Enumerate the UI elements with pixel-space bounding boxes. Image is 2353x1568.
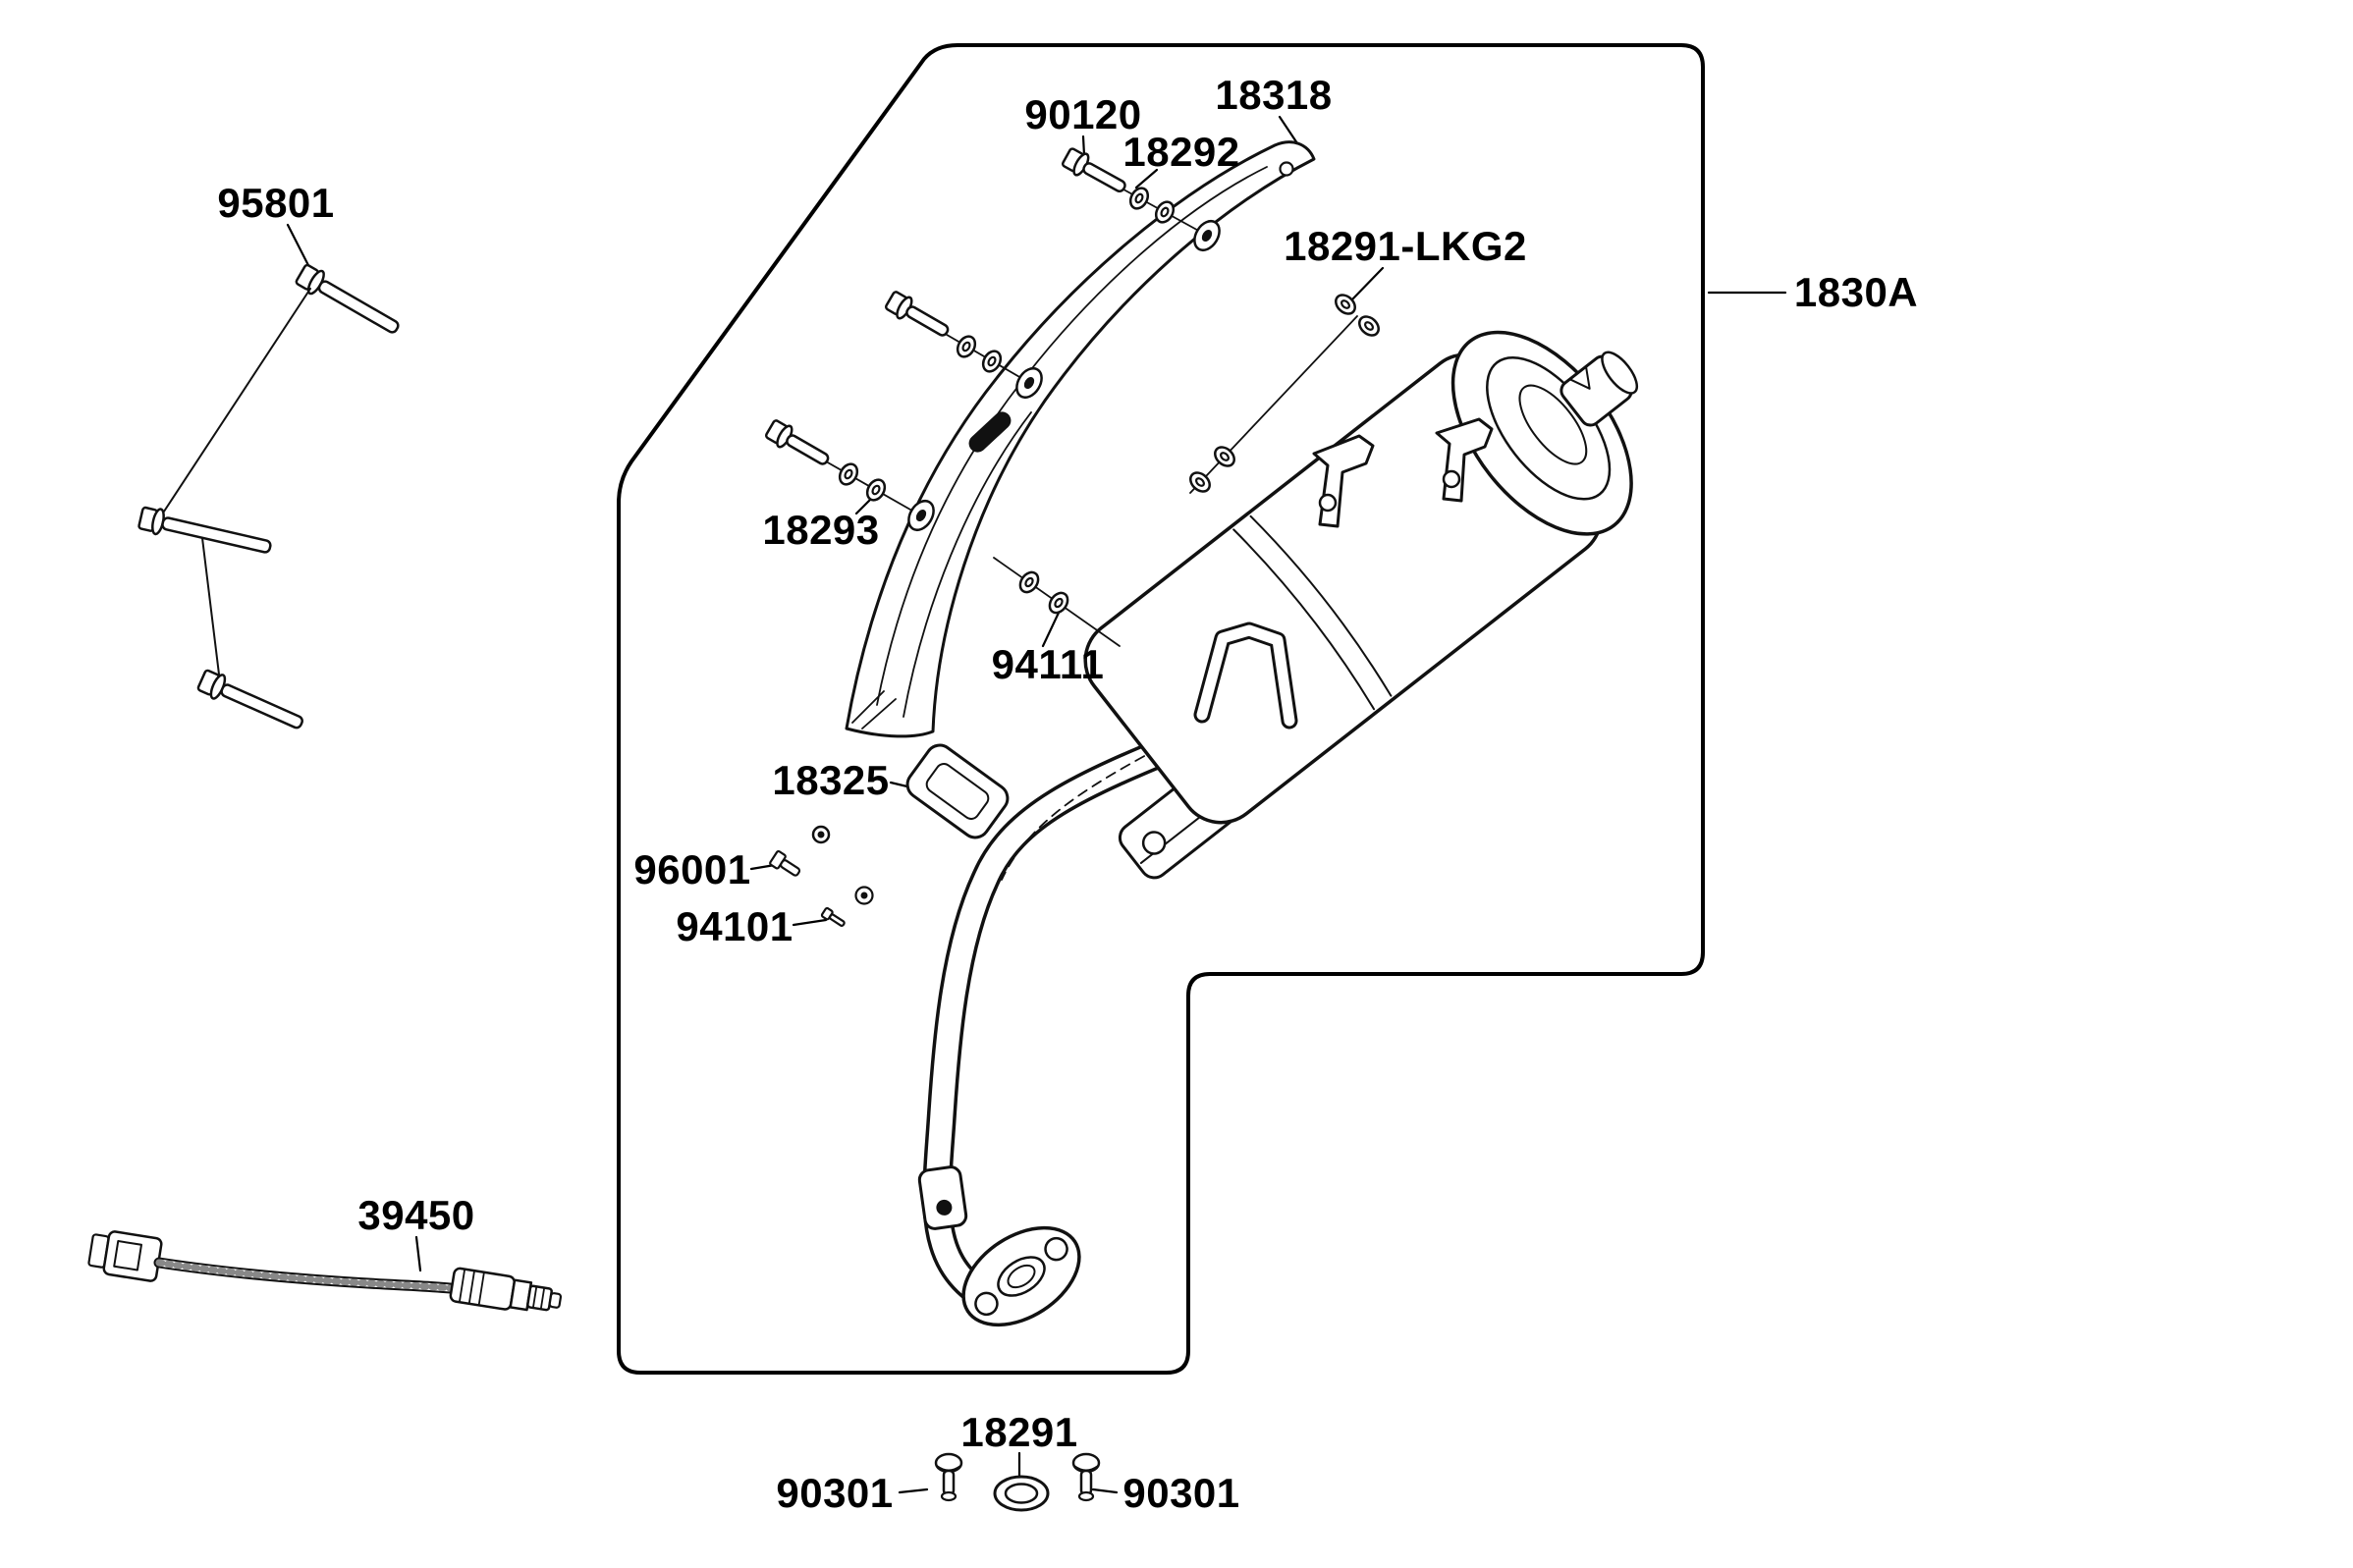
- part-label-18291-lkg2: 18291-LKG2: [1284, 223, 1527, 269]
- shield-grommets: [902, 215, 1227, 536]
- pipe-clamp-bracket: [917, 1165, 968, 1230]
- part-label-18291: 18291: [960, 1409, 1078, 1455]
- part-label-18325: 18325: [772, 757, 890, 803]
- part-label-18318: 18318: [1215, 72, 1333, 118]
- part-39450-oxygen-sensor: [87, 1230, 563, 1312]
- muffler-lower-bracket: [1193, 622, 1298, 730]
- leader-lines: [286, 115, 1787, 1494]
- part-label-94111: 94111: [991, 641, 1105, 687]
- part-label-90120: 90120: [1024, 91, 1142, 137]
- sensor-body: [449, 1267, 563, 1312]
- part-label-90301-left: 90301: [776, 1470, 894, 1516]
- part-label-18292: 18292: [1122, 129, 1240, 175]
- muffler-hanger-bracket-front: [1312, 434, 1375, 528]
- part-label-39450: 39450: [357, 1192, 475, 1238]
- part-label-1830a: 1830A: [1793, 269, 1919, 315]
- shield-slot: [968, 411, 1012, 453]
- bottom-fasteners: [934, 1452, 1101, 1512]
- part-label-94101: 94101: [676, 903, 793, 949]
- part-label-95801: 95801: [217, 180, 335, 226]
- pipe-stay-bracket-18325: [905, 743, 1010, 839]
- exhaust-flange: [961, 1225, 1081, 1327]
- small-fasteners: [769, 825, 874, 927]
- part-95801-bolts: [137, 263, 400, 730]
- assembly-boundary: [617, 43, 1705, 1375]
- gasket-18291: [993, 1475, 1050, 1512]
- exhaust-assembly: [762, 140, 1639, 1327]
- muffler: [1083, 330, 1639, 825]
- part-label-96001: 96001: [633, 846, 751, 892]
- muffler-hanger-bracket-rear: [1435, 417, 1494, 503]
- part-label-18293: 18293: [762, 507, 880, 553]
- sensor-connector: [87, 1230, 163, 1282]
- part-label-90301-right: 90301: [1122, 1470, 1240, 1516]
